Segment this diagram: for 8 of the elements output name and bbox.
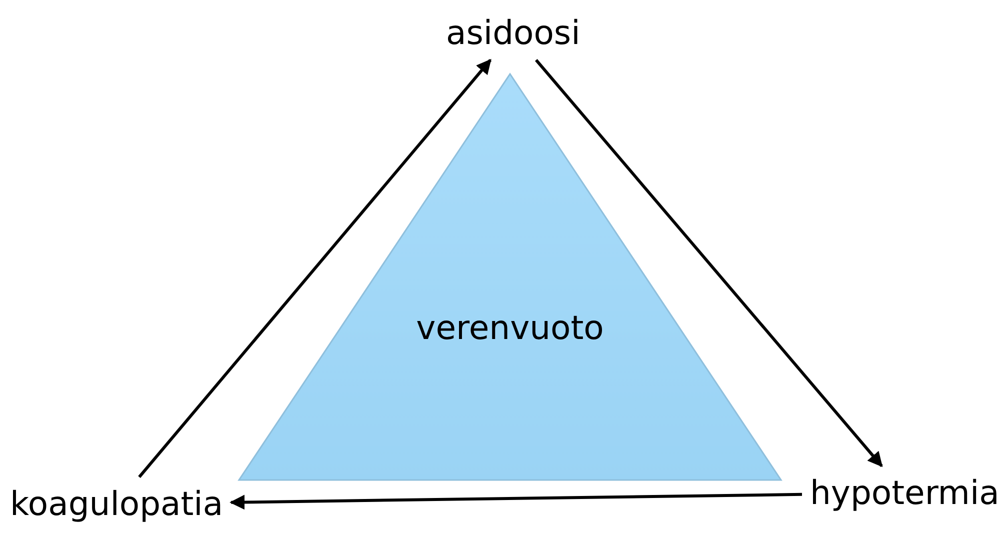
triangle-shape xyxy=(237,72,783,484)
node-label: asidoosi xyxy=(446,14,580,52)
arrow xyxy=(138,58,492,478)
arrow xyxy=(534,59,883,468)
node-label: hypotermia xyxy=(810,474,998,512)
node-label: koagulopatia xyxy=(10,485,224,523)
node-label: verenvuoto xyxy=(416,309,604,347)
arrow xyxy=(230,492,802,510)
